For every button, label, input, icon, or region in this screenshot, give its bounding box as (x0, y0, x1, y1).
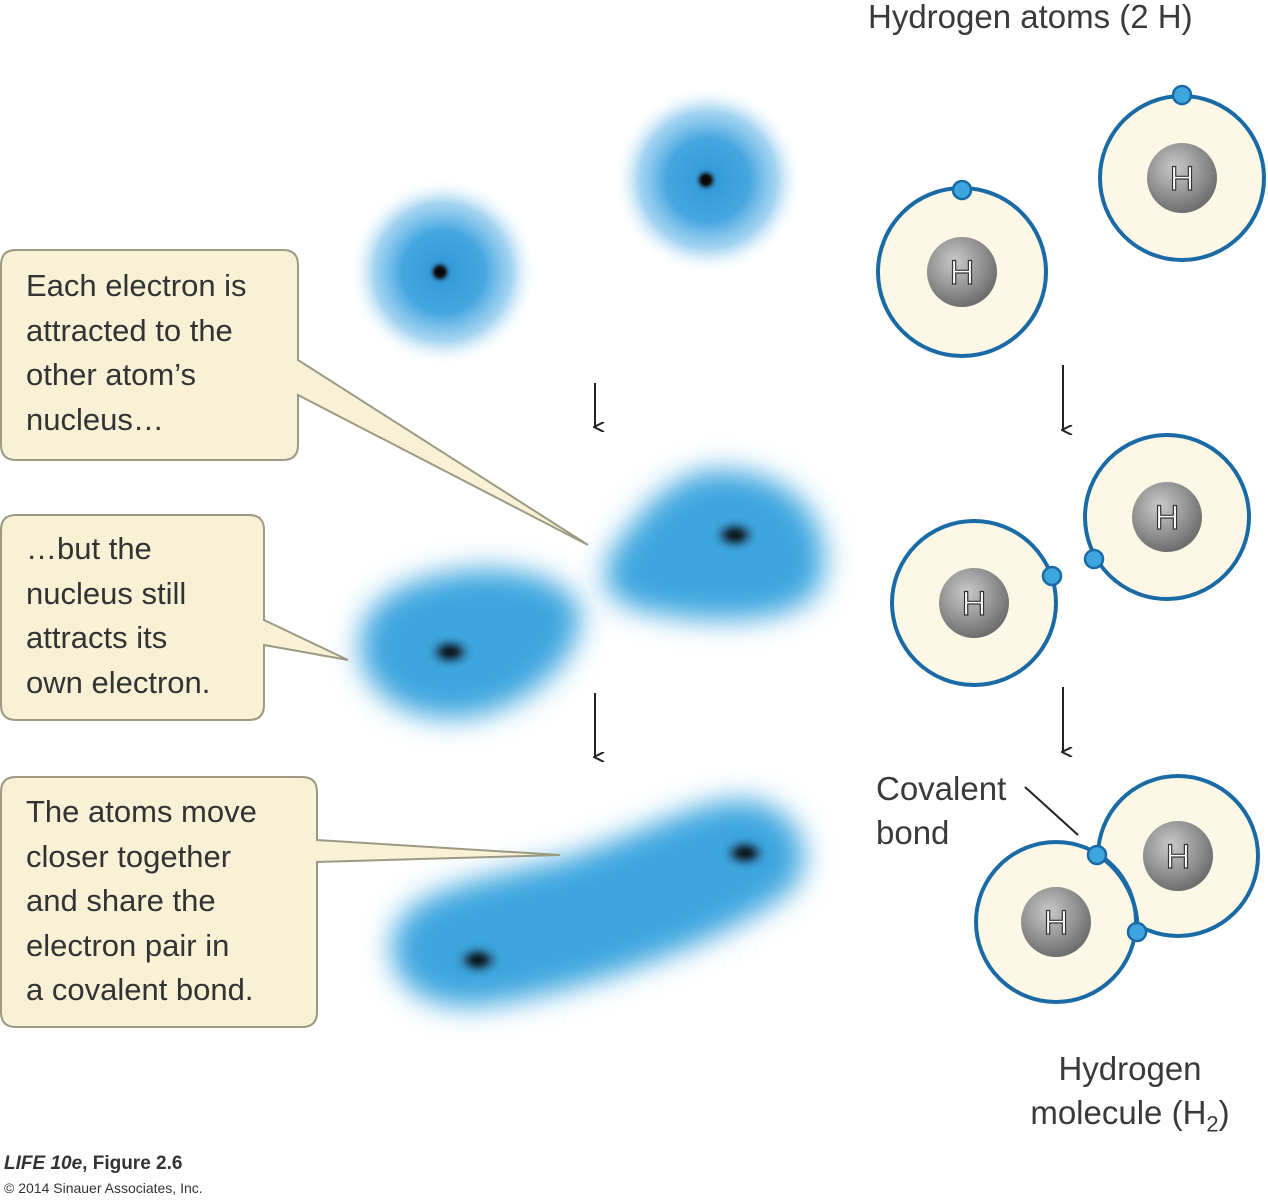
callout-text-own-electron: …but the nucleus still attracts its own … (26, 531, 211, 700)
figure-number: , Figure 2.6 (82, 1153, 183, 1174)
nucleus-dot-4 (428, 638, 472, 666)
shared-electron-cloud (391, 799, 804, 1007)
callout-sharing (0, 776, 561, 1028)
book-title: LIFE 10e (4, 1153, 83, 1174)
electron-cloud-4 (359, 569, 581, 719)
nucleus-atom-3 (939, 568, 1009, 638)
shared-electron-1 (1086, 844, 1108, 866)
nucleus-label-1: H (950, 254, 975, 292)
molecule-subscript: 2 (1206, 1111, 1219, 1137)
callout-box-1 (0, 249, 589, 546)
nucleus-dot-1 (428, 260, 452, 284)
callout-text-sharing: The atoms move closer together and share… (26, 794, 257, 1007)
nucleus-dot-5 (723, 839, 767, 867)
nucleus-label-3: H (962, 585, 987, 623)
covalent-bond-label: Covalent bond (876, 770, 1007, 851)
bonded-atoms-cloud (391, 799, 804, 1007)
callout-box-3 (0, 776, 561, 1028)
hydrogen-molecule-title: Hydrogen molecule (H2) (1000, 1047, 1260, 1147)
nucleus-atom-4 (1132, 482, 1202, 552)
molecule-title-line1: Hydrogen (1058, 1050, 1202, 1087)
hydrogen-atoms-title: Hydrogen atoms (2 H) (868, 0, 1193, 35)
callout-box-2 (0, 514, 349, 721)
approaching-atoms-clouds (359, 470, 825, 719)
hydrogen-molecule (974, 774, 1260, 1004)
callout-attraction (0, 249, 589, 546)
approaching-hydrogen-atoms (890, 433, 1251, 687)
covalent-bond-leader-line (1024, 786, 1079, 836)
figure-credit: LIFE 10e, Figure 2.6 (4, 1153, 182, 1175)
nucleus-atom-1 (927, 237, 997, 307)
electron-atom-4 (1083, 548, 1105, 570)
nucleus-dot-3 (713, 521, 757, 549)
nucleus-molecule-1 (1021, 887, 1091, 957)
nucleus-label-6: H (1044, 904, 1069, 942)
copyright-notice: © 2014 Sinauer Associates, Inc. (4, 1180, 203, 1196)
callout-text-attraction: Each electron is attracted to the other … (26, 268, 247, 437)
nucleus-label-5: H (1166, 838, 1191, 876)
molecule-title-line2: molecule (H2) (1030, 1094, 1230, 1137)
shared-electron-2 (1126, 921, 1148, 943)
electron-atom-3 (1041, 565, 1063, 587)
electron-atom-2 (1171, 84, 1193, 106)
callout-own-electron (0, 514, 349, 721)
nucleus-molecule-2 (1143, 821, 1213, 891)
separate-atoms-clouds (351, 88, 800, 364)
nucleus-dot-2 (694, 168, 718, 192)
separate-hydrogen-atoms (876, 84, 1266, 358)
electron-atom-1 (951, 179, 973, 201)
electron-cloud-3 (605, 470, 825, 620)
nucleus-atom-2 (1147, 143, 1217, 213)
nucleus-dot-6 (456, 946, 500, 974)
nucleus-label-4: H (1155, 499, 1180, 537)
nucleus-label-2: H (1170, 160, 1195, 198)
